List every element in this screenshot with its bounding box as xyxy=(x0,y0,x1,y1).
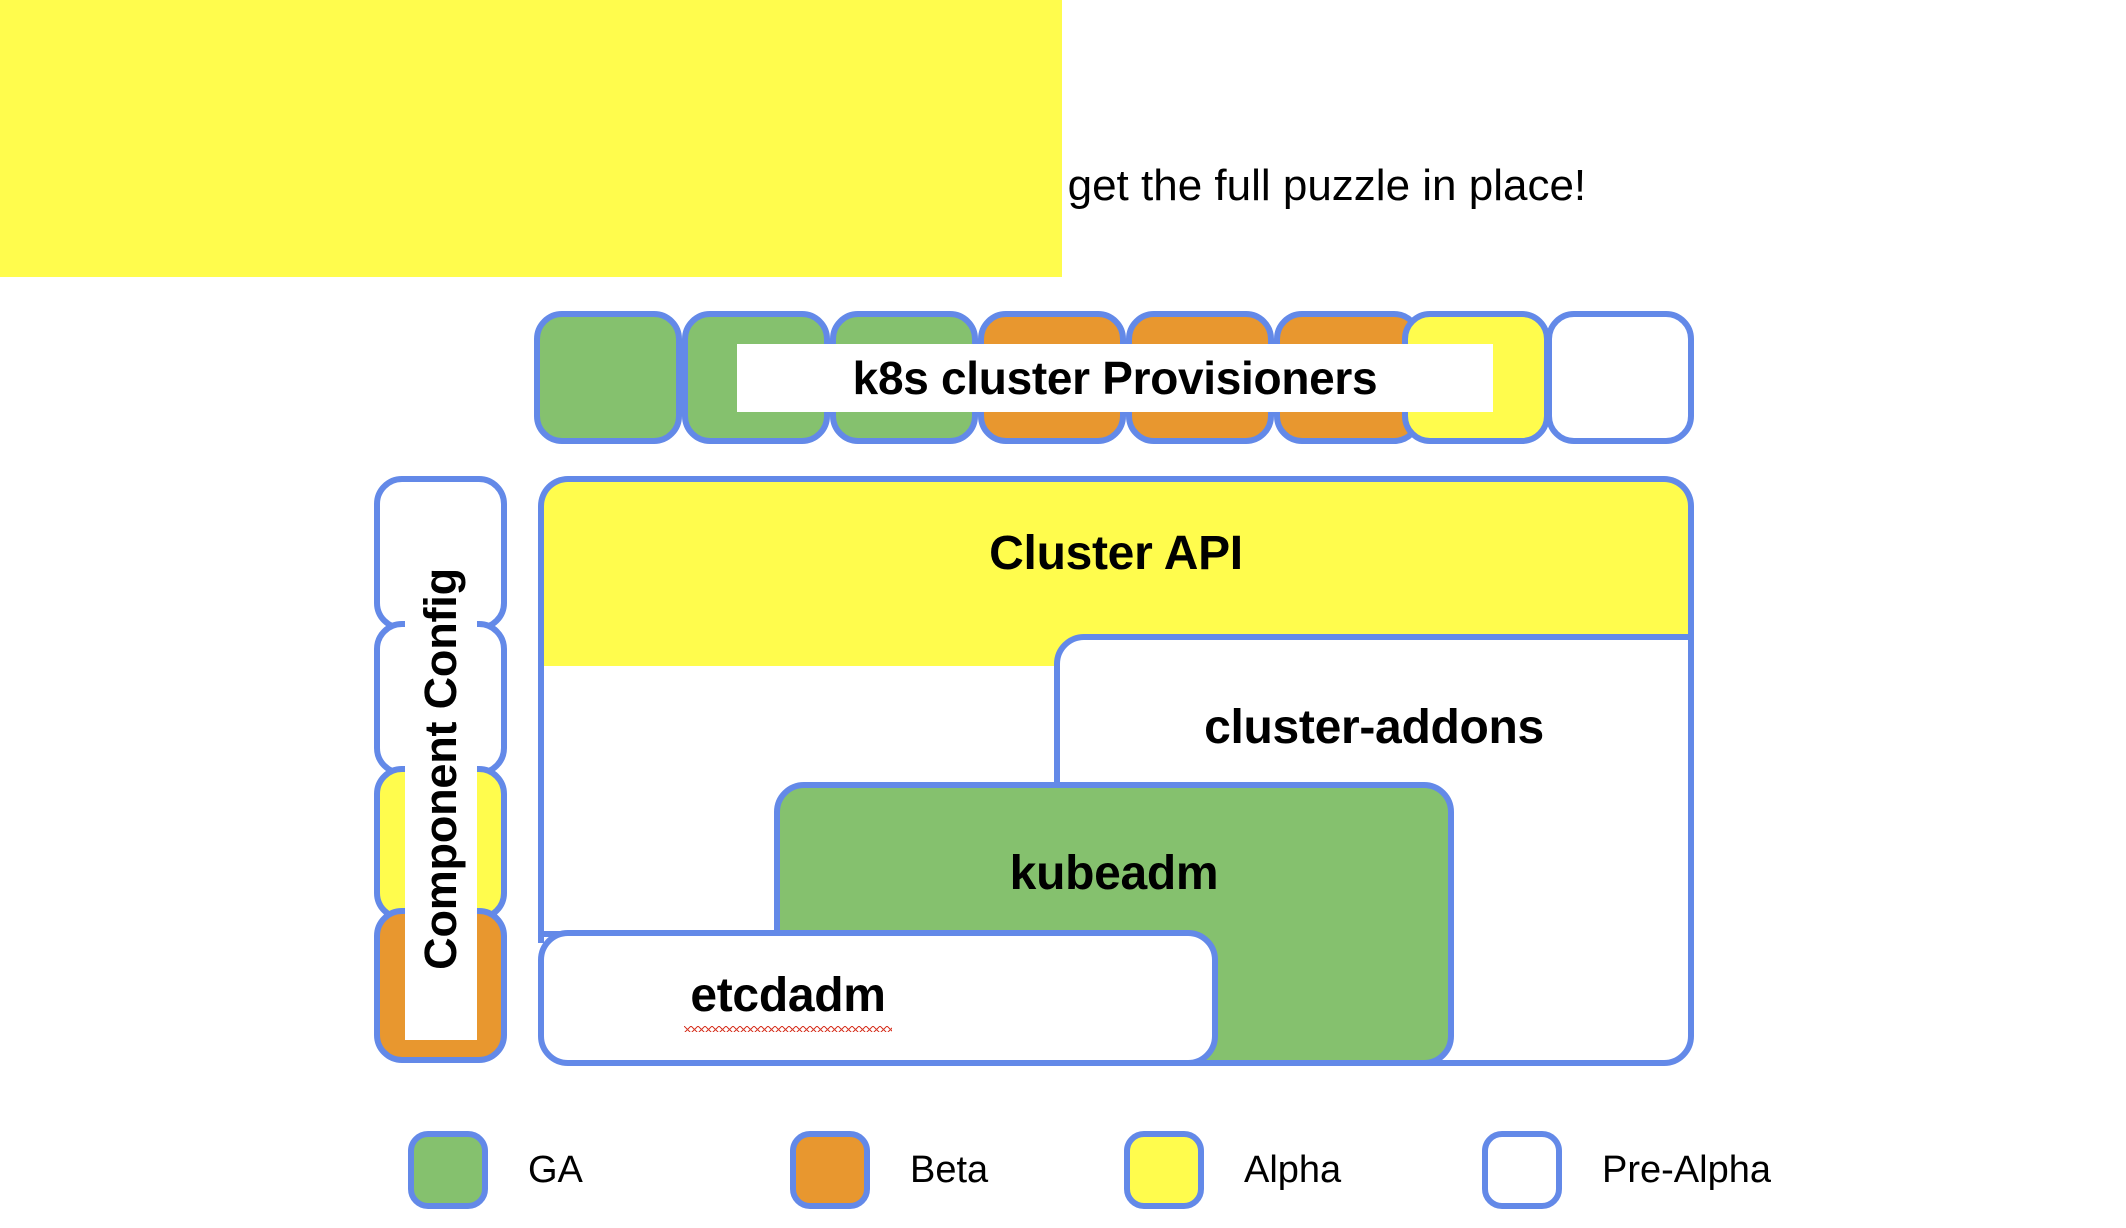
provisioner-strip xyxy=(534,311,1694,444)
etcdadm-label: etcdadm xyxy=(684,969,892,1032)
provisioner-tile-1[interactable] xyxy=(534,311,682,444)
etcdadm-label-wrap: etcdadm xyxy=(544,968,1032,1032)
legend-label-alpha: Alpha xyxy=(1244,1148,1342,1191)
cluster-api-box-lower-arm xyxy=(0,0,1062,277)
cluster-addons-label: cluster-addons xyxy=(1204,701,1544,754)
legend-label-beta: Beta xyxy=(910,1148,989,1191)
legend-label-ga: GA xyxy=(528,1148,583,1191)
legend-swatch-alpha xyxy=(1124,1131,1204,1209)
legend-item-prealpha: Pre-Alpha xyxy=(1482,1131,1771,1209)
legend-item-beta: Beta xyxy=(790,1131,988,1209)
kubeadm-label: kubeadm xyxy=(1009,847,1219,900)
maturity-legend: GA Beta Alpha Pre-Alpha xyxy=(408,1131,1771,1209)
etcdadm-box[interactable]: etcdadm xyxy=(538,930,1218,1066)
component-config-label-text: Component Config xyxy=(415,568,466,970)
legend-swatch-prealpha xyxy=(1482,1131,1562,1209)
legend-item-ga: GA xyxy=(408,1131,583,1209)
legend-swatch-ga xyxy=(408,1131,488,1209)
legend-label-prealpha: Pre-Alpha xyxy=(1602,1148,1771,1191)
component-config-label: Component Config xyxy=(405,498,477,1040)
cluster-api-label: Cluster API xyxy=(989,527,1243,580)
provisioner-tile-8[interactable] xyxy=(1546,311,1694,444)
legend-swatch-beta xyxy=(790,1131,870,1209)
legend-item-alpha: Alpha xyxy=(1124,1131,1341,1209)
provisioner-strip-label: k8s cluster Provisioners xyxy=(737,344,1493,412)
cluster-api-left-edge xyxy=(538,660,544,943)
